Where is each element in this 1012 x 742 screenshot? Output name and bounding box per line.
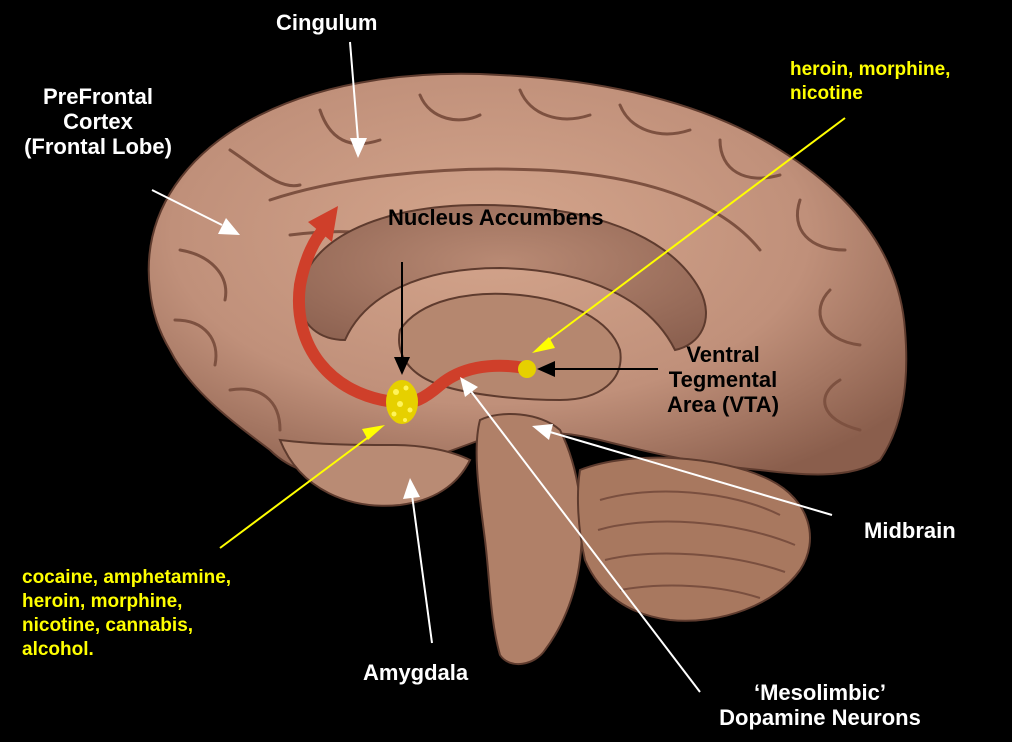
label-nacc-drugs-line2: heroin, morphine, [22, 590, 231, 614]
label-prefrontal-line2: Cortex [0, 109, 196, 134]
label-prefrontal-line1: PreFrontal [0, 84, 196, 109]
amygdala-pointer-line [412, 495, 432, 643]
label-prefrontal: PreFrontal Cortex (Frontal Lobe) [0, 84, 196, 159]
label-nacc-drugs: cocaine, amphetamine, heroin, morphine, … [22, 566, 231, 662]
label-midbrain: Midbrain [864, 518, 956, 543]
label-nucleus-accumbens: Nucleus Accumbens [388, 205, 604, 230]
label-cingulum: Cingulum [276, 10, 377, 35]
label-vta-drugs: heroin, morphine, nicotine [790, 58, 950, 106]
label-mesolimbic: ‘Mesolimbic’ Dopamine Neurons [690, 680, 950, 730]
label-vta-line1: Ventral [648, 342, 798, 367]
brainstem [477, 414, 582, 664]
label-vta-drugs-line2: nicotine [790, 82, 950, 106]
temporal-lobe [280, 440, 470, 506]
label-vta-line3: Area (VTA) [648, 392, 798, 417]
label-vta: Ventral Tegmental Area (VTA) [648, 342, 798, 417]
label-vta-line2: Tegmental [648, 367, 798, 392]
label-prefrontal-line3: (Frontal Lobe) [0, 134, 196, 159]
label-mesolimbic-line1: ‘Mesolimbic’ [690, 680, 950, 705]
label-mesolimbic-line2: Dopamine Neurons [690, 705, 950, 730]
cerebellum [578, 458, 810, 621]
label-nacc-drugs-line4: alcohol. [22, 638, 231, 662]
label-nacc-drugs-line1: cocaine, amphetamine, [22, 566, 231, 590]
label-vta-drugs-line1: heroin, morphine, [790, 58, 950, 82]
vta-marker [518, 360, 536, 378]
label-nacc-drugs-line3: nicotine, cannabis, [22, 614, 231, 638]
label-amygdala: Amygdala [363, 660, 468, 685]
